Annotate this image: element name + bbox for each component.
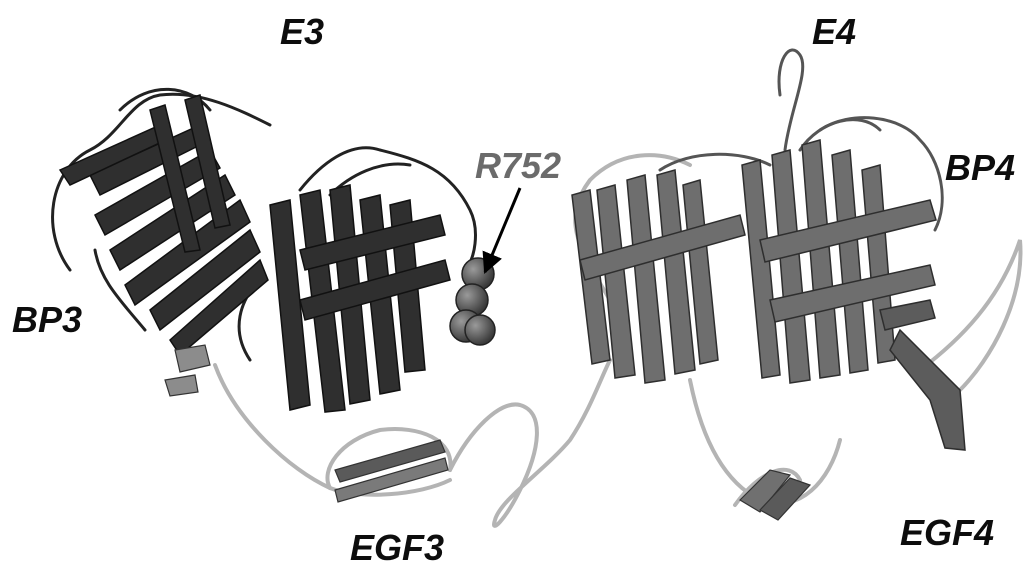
label-r752: R752 — [475, 148, 561, 184]
label-bp3: BP3 — [12, 302, 82, 338]
label-egf3: EGF3 — [350, 530, 444, 566]
r752-residue — [450, 258, 495, 345]
label-egf4: EGF4 — [900, 515, 994, 551]
e3-domain — [53, 89, 476, 412]
label-bp4: BP4 — [945, 150, 1015, 186]
e4-domain — [572, 50, 965, 450]
r752-pointer-arrow — [485, 188, 520, 272]
label-e3: E3 — [280, 14, 324, 50]
label-e4: E4 — [812, 14, 856, 50]
